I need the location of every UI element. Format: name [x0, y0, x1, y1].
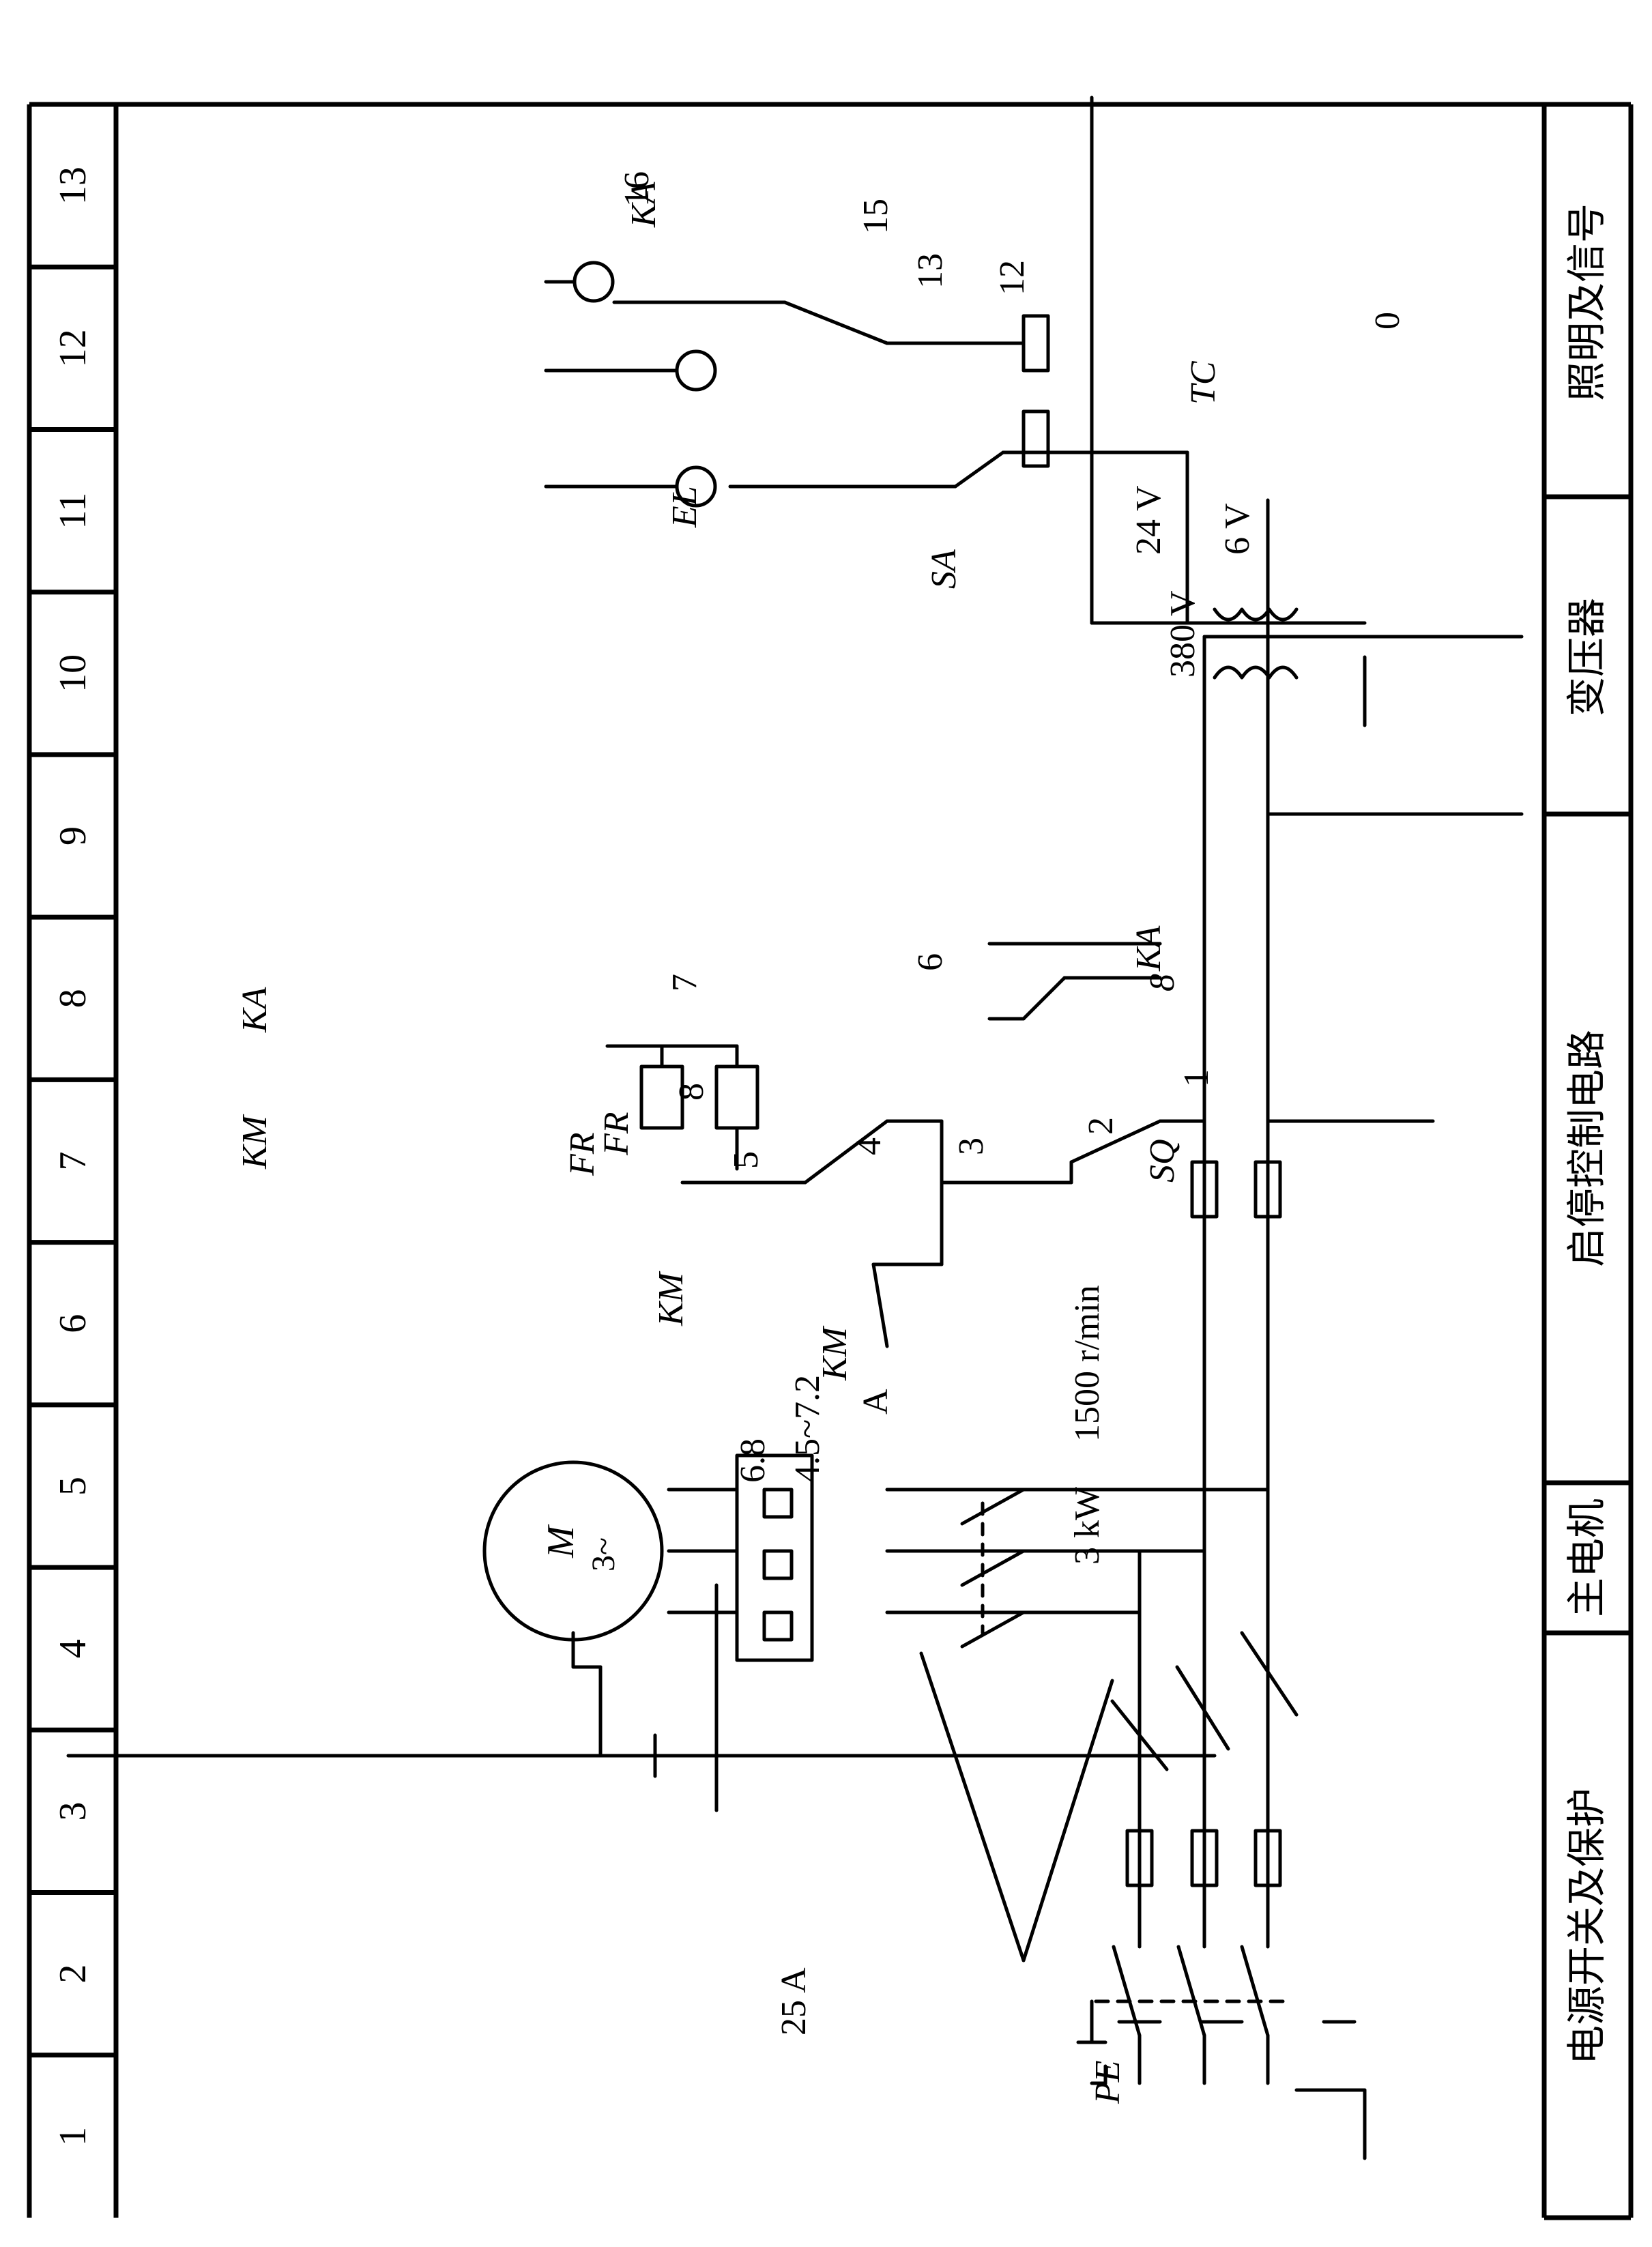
labels: SQ KA KM FR KM KA KM TC 380 V 6 V 24 V 0…: [235, 171, 1407, 2104]
label-node-1: 1: [1177, 1069, 1216, 1087]
footer-col-7: 7: [52, 1152, 94, 1171]
label-6v: 6 V: [1218, 503, 1257, 555]
label-motor-speed: 1500 r/min: [1068, 1285, 1107, 1442]
label-node-0: 0: [1368, 312, 1407, 330]
label-node-13: 13: [911, 253, 950, 289]
label-node-15: 15: [856, 199, 895, 234]
label-node-3: 3: [952, 1137, 991, 1155]
label-sq: SQ: [1143, 1139, 1182, 1183]
label-node-8b: 8: [672, 1083, 711, 1101]
section-power-switch: 电源开关及保护: [1563, 1788, 1610, 2065]
footer-col-2: 2: [52, 1965, 94, 1984]
footer-col-4: 4: [52, 1639, 94, 1658]
footer-col-13: 13: [52, 166, 94, 205]
lighting-circuit: [544, 261, 1189, 508]
label-table-ka: KA: [235, 987, 274, 1033]
label-el: EL: [665, 486, 704, 528]
header-band: 电源开关及保护 主电机 启停控制电路 变压器 照明及信号: [1541, 104, 1634, 2220]
label-rating-bottom: 6.8: [734, 1438, 772, 1483]
footer-col-10: 10: [52, 654, 94, 693]
label-rating-unit: A: [856, 1389, 895, 1415]
label-24v: 24 V: [1129, 485, 1168, 555]
label-pe: PE: [1088, 2060, 1127, 2104]
footer-col-3: 3: [52, 1801, 94, 1821]
label-km-holding: KM: [815, 1325, 854, 1381]
footer-col-11: 11: [52, 493, 94, 530]
label-node-5: 5: [727, 1151, 766, 1169]
footer-band: [27, 102, 1631, 2218]
label-node-8a: 8: [1143, 974, 1182, 991]
footer-col-8: 8: [52, 989, 94, 1008]
label-node-12: 12: [993, 260, 1032, 295]
label-node-16: 16: [618, 171, 656, 207]
label-node-4: 4: [850, 1137, 888, 1155]
label-380v: 380 V: [1163, 590, 1202, 678]
label-ka-contact: KA: [1129, 925, 1168, 972]
section-start-stop: 启停控制电路: [1563, 1030, 1610, 1267]
label-motor: M: [540, 1524, 582, 1559]
footer-col-9: 9: [52, 826, 94, 845]
label-fr-motor: FR: [563, 1132, 602, 1176]
label-node-2: 2: [1082, 1117, 1120, 1135]
footer-col-1: 1: [52, 2127, 94, 2146]
label-node-7: 7: [665, 974, 704, 991]
label-motor-phases: 3~: [585, 1537, 622, 1571]
label-rating-top: 4.5~7.2: [788, 1375, 827, 1483]
section-transformer: 变压器: [1563, 598, 1610, 716]
label-sa: SA: [925, 549, 963, 589]
label-motor-power: 3 kW: [1068, 1487, 1107, 1565]
label-fr-contact: FR: [597, 1112, 636, 1156]
control-circuit: [605, 498, 1435, 1348]
label-table-km: KM: [235, 1114, 274, 1170]
footer-col-6: 6: [52, 1314, 94, 1333]
section-lighting-signal: 照明及信号: [1563, 203, 1610, 401]
label-tc: TC: [1184, 360, 1223, 405]
footer-col-12: 12: [52, 329, 94, 367]
label-km-coil: KM: [652, 1271, 691, 1327]
label-fu1-rating: 25 A: [774, 1967, 813, 2035]
transformer: [1090, 96, 1524, 843]
section-main-motor: 主电机: [1563, 1498, 1610, 1617]
power-lines: [66, 648, 1367, 2160]
label-ka-lamp: KA: [624, 182, 663, 228]
footer-col-5: 5: [52, 1477, 94, 1496]
label-node-6: 6: [911, 953, 950, 971]
